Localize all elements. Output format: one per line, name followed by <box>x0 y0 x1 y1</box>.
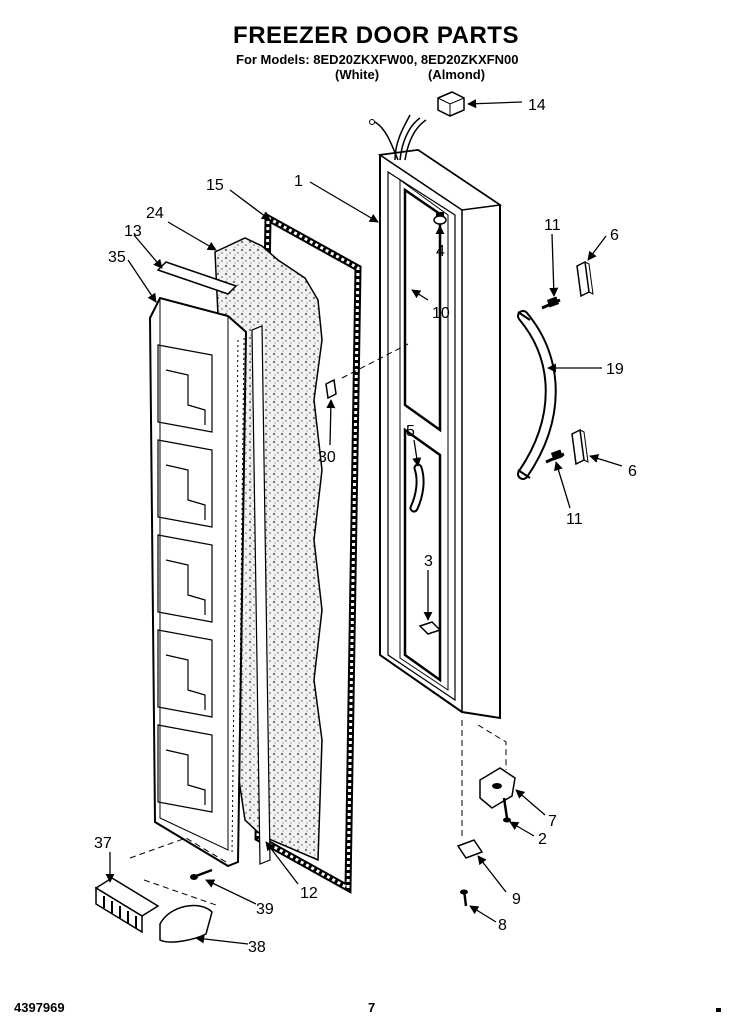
handle-screw-top <box>541 296 561 310</box>
callout-10: 10 <box>432 305 450 322</box>
callout-24: 24 <box>146 205 164 222</box>
callout-19: 19 <box>606 361 624 378</box>
drain-tube <box>409 463 425 513</box>
callout-2: 2 <box>538 831 547 848</box>
mounting-clip <box>418 621 442 635</box>
variant-white: (White) <box>335 67 380 82</box>
models-line: For Models: 8ED20ZKXFW00, 8ED20ZKXFN00 <box>236 52 519 67</box>
callout-8: 8 <box>498 917 507 934</box>
gasket-clip <box>325 378 337 400</box>
callout-37: 37 <box>94 835 112 852</box>
corner-mark <box>716 1008 721 1012</box>
variant-almond: (Almond) <box>428 67 486 82</box>
callout-4: 4 <box>436 243 445 260</box>
page-title: FREEZER DOOR PARTS <box>233 22 519 49</box>
callout-30: 30 <box>318 449 336 466</box>
handle-screw-bottom <box>545 449 565 464</box>
callout-12: 12 <box>300 885 318 902</box>
callout-9: 9 <box>512 891 521 908</box>
assembly-lines <box>129 343 507 906</box>
top-trim-strip <box>156 261 238 295</box>
vent-grille <box>94 877 160 934</box>
callout-3: 3 <box>424 553 433 570</box>
callout-6-bottom: 6 <box>628 463 637 480</box>
hinge-bracket <box>456 839 484 859</box>
document-number: 4397969 <box>14 1000 65 1015</box>
connector-plug <box>437 91 465 117</box>
callout-13: 13 <box>124 223 142 240</box>
callout-38: 38 <box>248 939 266 956</box>
callout-15: 15 <box>206 177 224 194</box>
side-trim-strip <box>251 325 271 865</box>
callout-11-bottom: 11 <box>566 511 583 528</box>
leader-lines <box>105 99 623 945</box>
handle-end-cap-bottom <box>571 428 589 466</box>
vent-cover <box>159 904 213 943</box>
inner-door-liner <box>148 296 248 868</box>
callout-7: 7 <box>548 813 557 830</box>
wire-harness <box>369 114 427 161</box>
door-handle <box>517 310 557 480</box>
callout-6-top: 6 <box>610 227 619 244</box>
handle-end-cap-top <box>576 260 594 298</box>
callout-11-top: 11 <box>544 217 561 234</box>
callout-5: 5 <box>406 423 415 440</box>
plug-button <box>433 215 447 225</box>
door-hinge <box>479 767 516 809</box>
callout-1: 1 <box>294 173 303 190</box>
outer-door-panel <box>377 148 503 720</box>
grille-screw <box>190 868 213 880</box>
callout-14: 14 <box>528 97 546 114</box>
hinge-screw <box>502 797 511 823</box>
bracket-screw <box>460 889 468 907</box>
callout-35: 35 <box>108 249 126 266</box>
page-number: 7 <box>368 1000 376 1015</box>
callout-39: 39 <box>256 901 274 918</box>
